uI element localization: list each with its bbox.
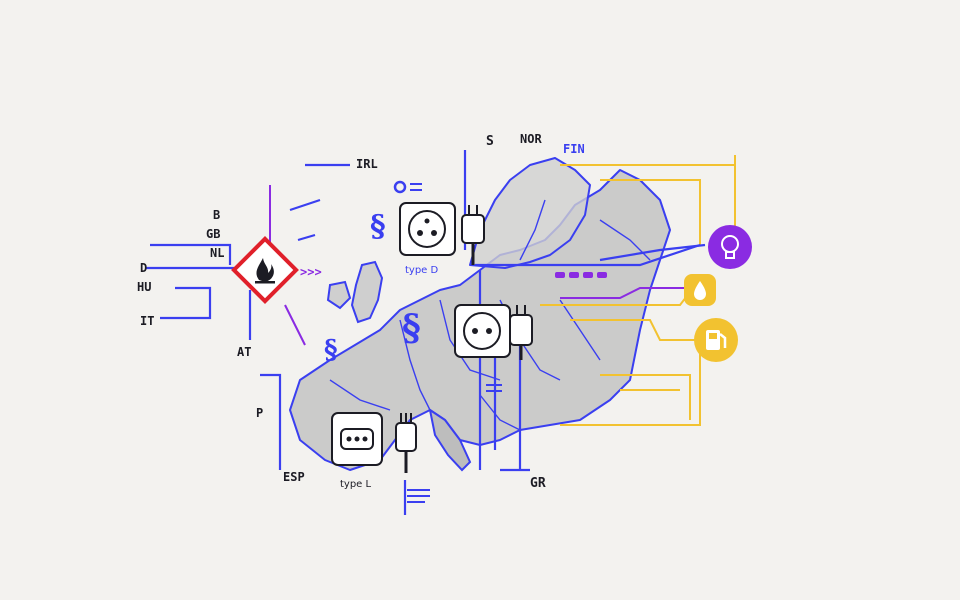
plug-icon [461, 205, 485, 265]
flammable-hazard-icon [231, 236, 299, 304]
label-irl: IRL [356, 157, 378, 171]
label-fin: FIN [563, 142, 585, 156]
label-b: B [213, 208, 220, 222]
chevrons-icon: >>> [300, 265, 322, 279]
purple-dash-strip [555, 272, 607, 278]
label-esp: ESP [283, 470, 305, 484]
socket-icon [399, 202, 456, 256]
label-gr: GR [530, 476, 546, 491]
lightbulb-icon [708, 225, 752, 269]
label-d: D [140, 261, 147, 275]
plug-icon [395, 413, 417, 473]
drop-icon [684, 274, 716, 306]
purple-connectors [269, 185, 705, 346]
socket-icon [331, 412, 383, 466]
map-italy [428, 407, 472, 472]
paragraph-symbol: § [370, 209, 386, 244]
label-p: P [256, 406, 263, 420]
paragraph-symbol: § [402, 307, 421, 349]
label-it: IT [140, 314, 154, 328]
hatch-marks [407, 384, 502, 503]
label-s: S [486, 134, 494, 149]
label-nl: NL [210, 246, 224, 260]
label-gb: GB [206, 227, 220, 241]
map-ireland [326, 280, 352, 310]
label-hu: HU [137, 280, 151, 294]
socket-icon [454, 304, 511, 358]
map-great-britain [350, 260, 384, 324]
blue-circle-icon [393, 180, 422, 194]
label-at: AT [237, 345, 251, 359]
paragraph-symbol: § [324, 335, 338, 365]
fuel-pump-icon [694, 318, 738, 362]
label-type-l: type L [340, 479, 372, 490]
plug-icon [509, 305, 533, 360]
label-nor: NOR [520, 132, 542, 146]
label-type-d: type D [405, 265, 439, 276]
map-scandinavia [469, 157, 591, 269]
blue-connectors [145, 150, 706, 515]
